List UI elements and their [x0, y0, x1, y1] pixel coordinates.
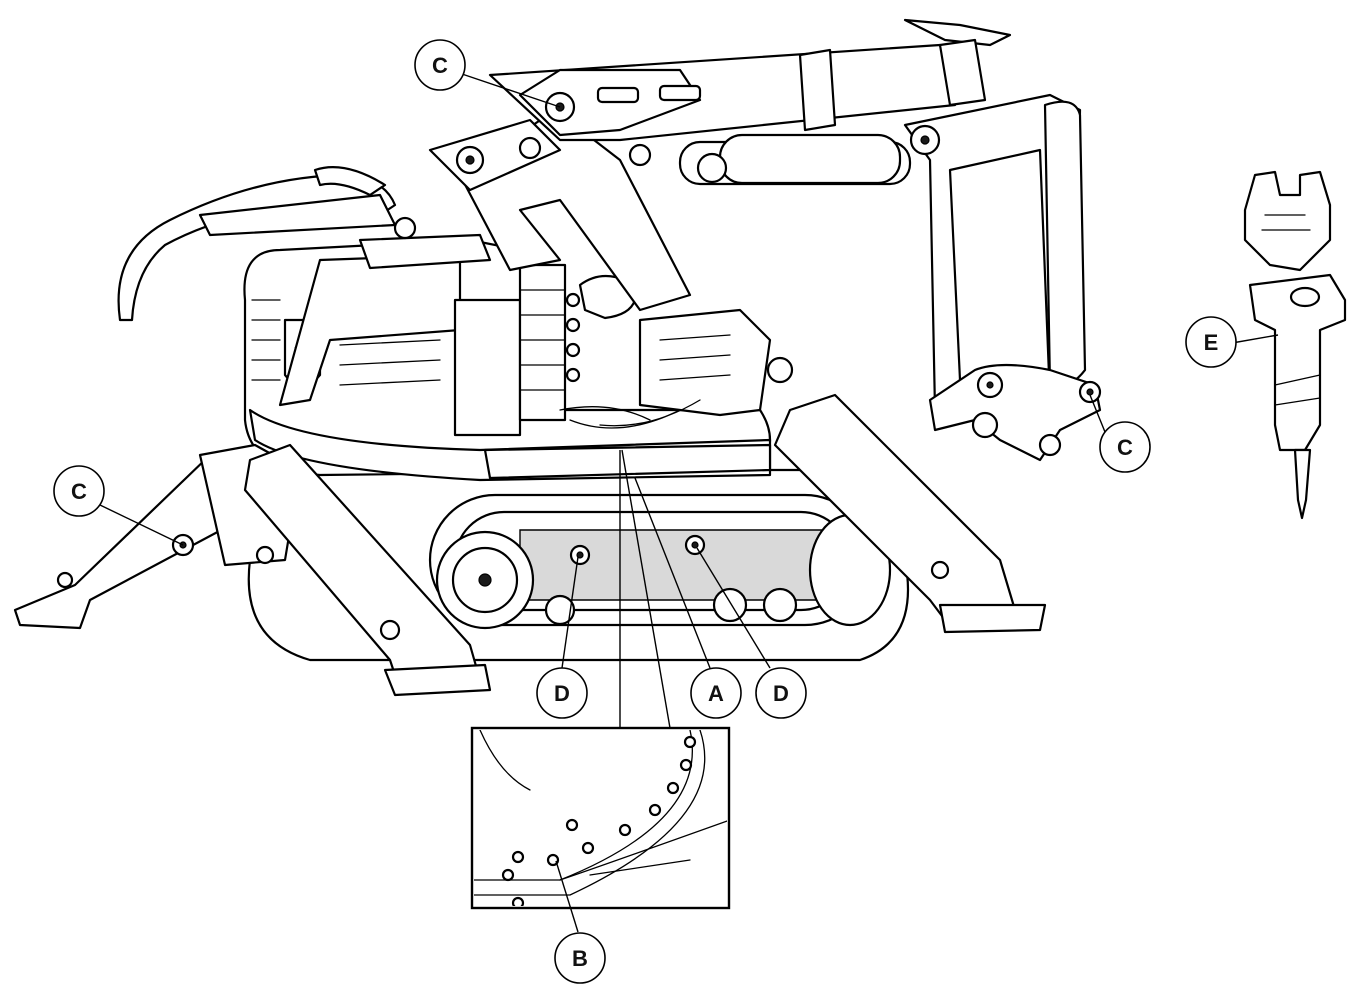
- callout-c-top: C: [414, 39, 466, 91]
- callout-letter: D: [773, 681, 789, 706]
- rear-handle: [117, 166, 397, 322]
- hammer-tool: [1243, 170, 1347, 520]
- leader-lines: [99, 73, 1279, 933]
- callout-letter: C: [71, 479, 87, 504]
- callout-letter: D: [554, 681, 570, 706]
- detail-inset: [470, 449, 731, 910]
- callout-letter: A: [708, 681, 724, 706]
- callout-letter: C: [1117, 435, 1133, 460]
- callout-e: E: [1185, 316, 1237, 368]
- callout-c-left: C: [53, 465, 105, 517]
- callout-d-right: D: [755, 667, 807, 719]
- outriggers: [13, 393, 1047, 697]
- callout-letter: C: [432, 53, 448, 78]
- body-housing: H: [243, 216, 794, 482]
- callout-c-right: C: [1099, 421, 1151, 473]
- callout-d-left: D: [536, 667, 588, 719]
- callout-a: A: [690, 667, 742, 719]
- arm-system: [428, 18, 1102, 462]
- callout-letter: B: [572, 946, 588, 971]
- callout-b: B: [554, 932, 606, 984]
- callout-letter: E: [1204, 330, 1219, 355]
